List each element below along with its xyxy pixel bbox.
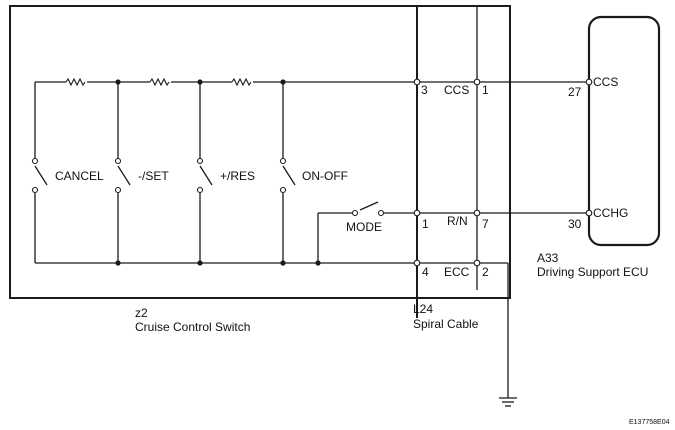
ground-path <box>477 262 517 407</box>
terminal-l24-1: 1 <box>482 83 489 97</box>
ecu-code: A33 <box>537 251 559 265</box>
switch-on-off <box>279 82 296 263</box>
ecu-pin-cchg: CCHG <box>593 206 628 220</box>
switch-label-res: +/RES <box>220 169 255 183</box>
cruise-control-switch-box <box>9 5 511 299</box>
switch-label-set: -/SET <box>138 169 169 183</box>
terminal-l24-2: 2 <box>482 265 489 279</box>
ecu-pin-ccs: CCS <box>593 75 618 89</box>
ecu-pin-30: 30 <box>568 217 582 231</box>
junction-nodes <box>115 79 321 266</box>
terminal-nodes <box>413 78 593 267</box>
switch-set <box>114 82 131 263</box>
spiral-cable-code: L24 <box>413 302 433 316</box>
switch-label-cancel: CANCEL <box>55 169 104 183</box>
terminal-l24-7: 7 <box>482 217 489 231</box>
signal-rn: R/N <box>447 214 468 228</box>
signal-ccs: CCS <box>444 83 469 97</box>
figure-id: E137758E04 <box>629 419 670 426</box>
terminal-z2-3: 3 <box>421 83 428 97</box>
ecu-pin-27: 27 <box>568 85 582 99</box>
terminal-z2-1: 1 <box>422 217 429 231</box>
spiral-cable-name: Spiral Cable <box>413 317 479 331</box>
terminal-z2-4: 4 <box>422 265 429 279</box>
driving-support-ecu-box <box>587 15 661 247</box>
switch-label-on-off: ON-OFF <box>302 169 348 183</box>
ecu-name: Driving Support ECU <box>537 265 648 279</box>
signal-ecc: ECC <box>444 265 470 279</box>
switch-res <box>196 82 213 263</box>
switch-mode <box>317 201 417 263</box>
ccs-resistor-ladder <box>35 77 417 87</box>
cruise-switch-name: Cruise Control Switch <box>135 320 250 334</box>
switch-label-mode: MODE <box>346 220 382 234</box>
cruise-switch-code: z2 <box>135 306 148 320</box>
switch-cancel <box>31 82 48 263</box>
